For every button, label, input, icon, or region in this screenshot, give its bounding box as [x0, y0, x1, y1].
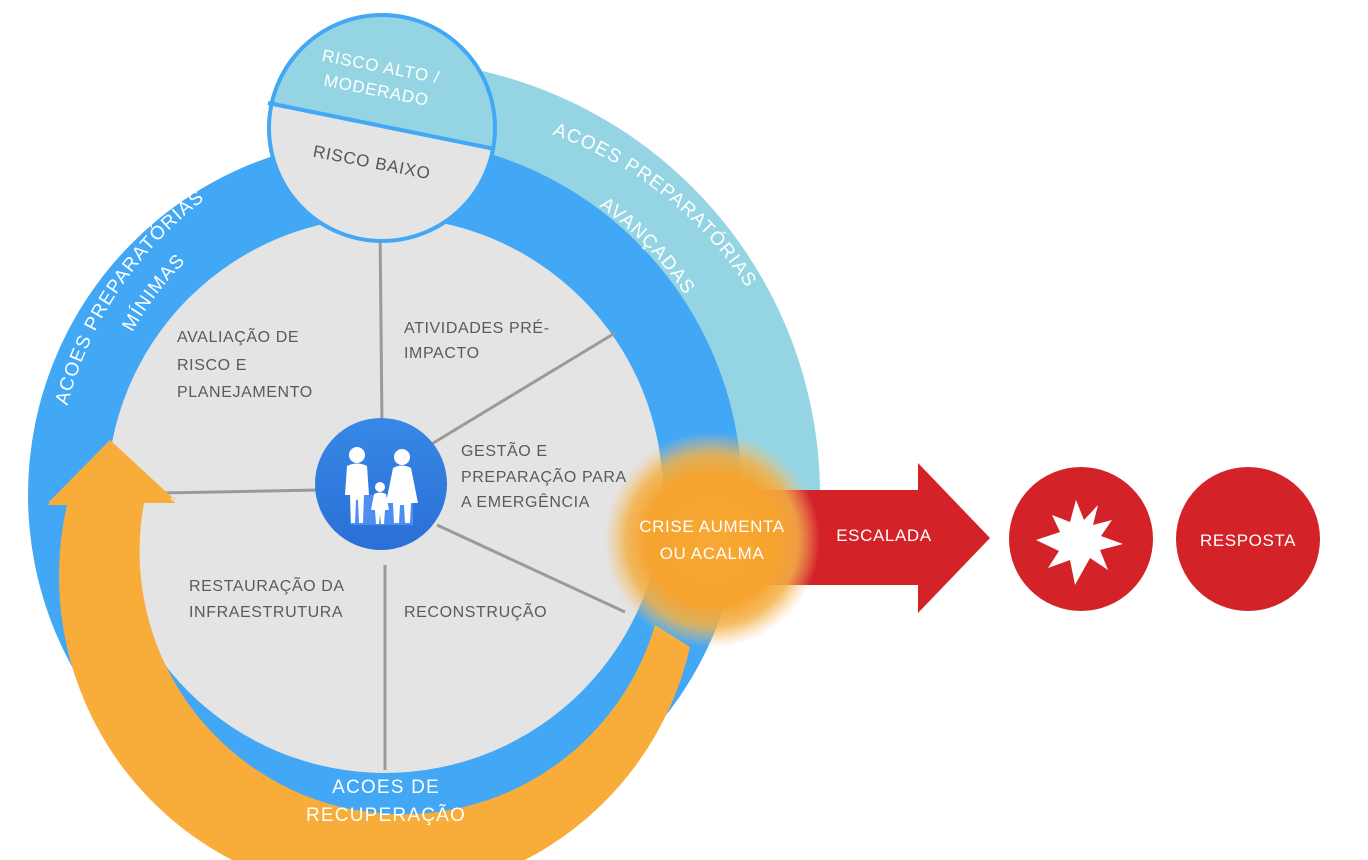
recovery-arrow-head — [48, 440, 175, 503]
restauracao-label-2: INFRAESTRUTURA — [189, 604, 343, 621]
atividades-label-1: ATIVIDADES PRÉ- — [404, 318, 550, 337]
escalada-label: ESCALADA — [836, 526, 932, 545]
crise-label-2: OU ACALMA — [660, 544, 765, 563]
crise-glow — [604, 432, 820, 648]
gestao-label-3: A EMERGÊNCIA — [461, 492, 590, 511]
gestao-label-1: GESTÃO E — [461, 440, 548, 460]
resposta-circle — [1176, 467, 1320, 611]
crise-label-1: CRISE AUMENTA — [639, 517, 784, 536]
reconstrucao-label: RECONSTRUÇÃO — [404, 601, 547, 621]
gestao-label-2: PREPARAÇÃO PARA — [461, 466, 627, 486]
recuperacao-label-2: RECUPERAÇÃO — [306, 804, 466, 826]
explosion-burst-icon — [1009, 467, 1153, 611]
avaliacao-label-1: AVALIAÇÃO DE — [177, 326, 299, 346]
family-icon — [315, 418, 447, 550]
recovery-arrow — [48, 440, 690, 860]
avaliacao-label-2: RISCO E — [177, 357, 247, 374]
avaliacao-label-3: PLANEJAMENTO — [177, 384, 313, 401]
recuperacao-label-1: ACOES DE — [332, 777, 440, 798]
segment-dividers — [159, 224, 626, 770]
resposta-label: RESPOSTA — [1200, 531, 1296, 550]
risk-circle — [267, 13, 497, 243]
atividades-label-2: IMPACTO — [404, 345, 480, 362]
escalada-arrow — [760, 463, 990, 613]
restauracao-label-1: RESTAURAÇÃO DA — [189, 575, 345, 595]
